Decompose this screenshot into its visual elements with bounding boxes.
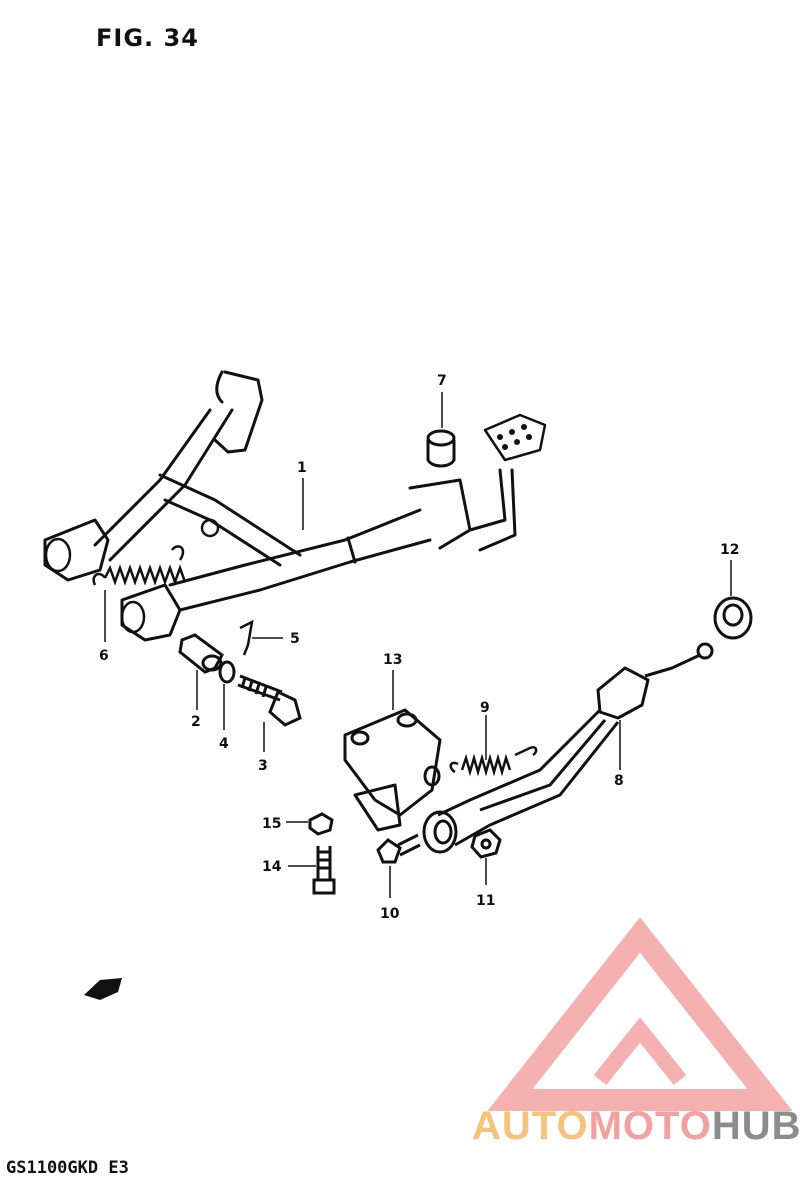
part-label-11: 11: [476, 893, 495, 909]
part-label-6: 6: [99, 648, 109, 664]
part-label-14: 14: [262, 859, 282, 875]
part-label-7: 7: [437, 373, 447, 389]
stand-spring: [92, 545, 187, 586]
stand-bolt: [237, 674, 302, 727]
leader-lines: [104, 392, 732, 898]
part-label-15: 15: [262, 816, 281, 832]
bracket-plate: [343, 708, 442, 832]
part-label-3: 3: [258, 758, 268, 774]
watermark-part-b: MOTO: [588, 1104, 712, 1148]
main-stand: [43, 370, 547, 642]
figure-title: FIG. 34: [96, 24, 199, 52]
part-label-10: 10: [380, 906, 400, 922]
pedal-nut: [470, 828, 502, 859]
clip-pin: [239, 619, 254, 656]
watermark-part-a: AUTO: [472, 1104, 589, 1148]
watermark-part-c: HUB: [711, 1104, 800, 1148]
watermark-logo: [487, 917, 793, 1111]
part-label-9: 9: [480, 700, 490, 716]
part-label-13: 13: [383, 652, 402, 668]
part-labels: 1 2 3 4 5 6 7 8 9 10 11 12 13 14 15: [99, 373, 739, 922]
watermark-text: AUTOMOTOHUB: [472, 1104, 800, 1149]
part-label-5: 5: [290, 631, 300, 647]
part-label-4: 4: [219, 736, 229, 752]
pedal-bolt: [376, 833, 421, 864]
nut-small: [308, 812, 334, 836]
part-label-8: 8: [614, 773, 624, 789]
pedal-grip: [497, 424, 532, 450]
pedal-rubber: [713, 596, 753, 640]
part-label-1: 1: [297, 460, 307, 476]
brake-spring: [449, 746, 538, 777]
front-arrow-icon: [84, 978, 122, 1000]
washer: [218, 660, 236, 684]
brake-pedal: [422, 642, 714, 854]
part-label-12: 12: [720, 542, 739, 558]
rubber-cap: [426, 429, 456, 468]
bracket-bolt: [312, 846, 336, 895]
collar: [178, 633, 224, 674]
model-code: GS1100GKD E3: [6, 1158, 129, 1178]
part-label-2: 2: [191, 714, 201, 730]
